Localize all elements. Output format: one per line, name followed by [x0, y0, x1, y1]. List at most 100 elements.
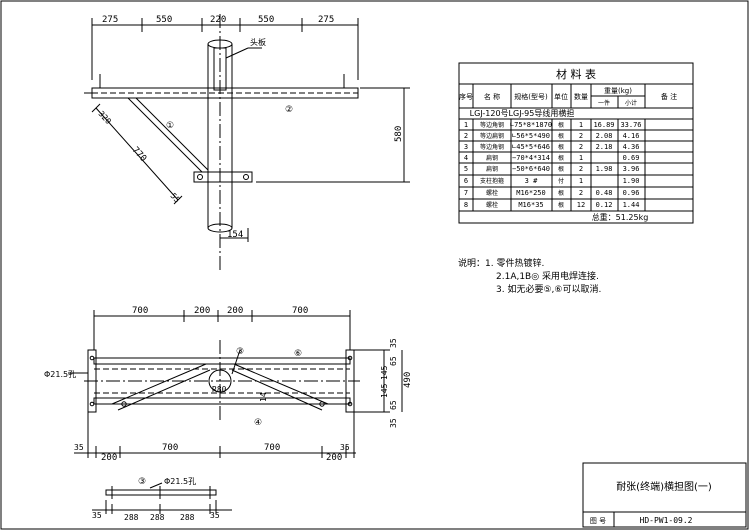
table-cell-qty: 12 — [577, 201, 585, 209]
header-seq: 序号 — [459, 92, 473, 101]
table-cell-spec: 3 # — [525, 177, 538, 185]
header-weight-one: 一件 — [598, 99, 610, 107]
plan-right-dim-1: 35 — [389, 338, 398, 348]
title-block-label: 图 号 — [590, 517, 606, 525]
plan-dim-top-1: 700 — [132, 306, 148, 316]
plan-right-dim-3: 145 — [380, 365, 389, 380]
table-cell-spec: M16*250 — [516, 189, 546, 197]
title-block-number: HD-PW1-09.2 — [640, 516, 693, 525]
table-cell-no: 1 — [464, 121, 468, 129]
plan-dimensions: 700 200 200 700 Φ21.5孔 R80 14 ③ ⑥ ④ 35 6… — [44, 306, 413, 463]
header-weight: 重量(kg) — [604, 87, 632, 95]
table-cell-name: 扁钢 — [486, 165, 498, 173]
plan-bottom-dim-3: 700 — [162, 443, 178, 453]
plan-bottom-dim-4: 700 — [264, 443, 280, 453]
detail-dim-1: 35 — [92, 511, 102, 520]
elev-balloon-2: ② — [285, 105, 293, 115]
brace-dim-lower: 770 — [130, 145, 148, 164]
table-total: 总重：51.25kg — [592, 212, 649, 222]
title-block-title: 耐张(终端)横担图(一) — [616, 480, 712, 493]
table-cell-unit: 根 — [558, 121, 564, 129]
plan-view — [68, 310, 403, 458]
table-subheader: LGJ-120号LGJ-95导线用横担 — [470, 108, 575, 118]
header-remark: 备 注 — [661, 92, 677, 101]
plan-balloon-4: ④ — [254, 418, 262, 428]
table-cell-w1: 1.98 — [596, 165, 613, 173]
table-cell-spec: −70*4*314 — [512, 154, 550, 162]
elev-height-dim: 580 — [394, 126, 404, 142]
table-cell-name: 等边角钢 — [480, 143, 504, 151]
note-line-2: 2.1A,1B◎ 采用电焊连接. — [496, 270, 599, 282]
table-cell-w2: 3.96 — [623, 165, 640, 173]
table-cell-w2: 4.36 — [623, 143, 640, 151]
table-cell-spec: ∟45*5*646 — [512, 143, 550, 151]
elev-dim-1: 275 — [102, 15, 118, 25]
plan-right-dim-4: 145 — [380, 383, 389, 398]
table-cell-w2: 0.96 — [623, 189, 640, 197]
elev-dim-3: 220 — [210, 15, 226, 25]
table-cell-spec: ∟56*5*490 — [512, 132, 550, 140]
elev-dim-2: 550 — [156, 15, 172, 25]
title-block: 耐张(终端)横担图(一) 图 号 HD-PW1-09.2 — [582, 462, 747, 528]
part-detail-dimensions: Φ21.5孔 ③ 35 288 288 288 35 — [92, 477, 220, 522]
plan-bottom-dim-5: 200 — [326, 453, 342, 463]
table-cell-w1: 2.18 — [596, 143, 613, 151]
table-cell-unit: 根 — [558, 154, 564, 162]
table-cell-w2: 1.90 — [623, 177, 640, 185]
detail-dim-3: 288 — [150, 513, 165, 522]
table-cell-qty: 2 — [579, 143, 583, 151]
plan-right-dim-5: 65 — [389, 400, 398, 410]
table-cell-qty: 1 — [579, 177, 583, 185]
table-cell-spec: ∟75*8*1870 — [510, 121, 552, 129]
plan-overall-height: 490 — [403, 372, 413, 388]
table-cell-w1: 16.89 — [593, 121, 614, 129]
header-name: 名 称 — [484, 92, 500, 101]
table-cell-qty: 1 — [579, 154, 583, 162]
plan-bottom-dim-2: 200 — [101, 453, 117, 463]
table-cell-name: 支柱抱箍 — [480, 177, 504, 185]
table-cell-unit: 根 — [558, 189, 564, 197]
table-cell-w2: 0.69 — [623, 154, 640, 162]
note-line-3: 3. 如无必要⑤,⑥可以取消. — [496, 283, 601, 295]
table-cell-qty: 2 — [579, 132, 583, 140]
note-line-1: 说明：1. 零件热镀锌. — [458, 257, 544, 269]
table-cell-no: 8 — [464, 201, 468, 209]
table-cell-qty: 2 — [579, 189, 583, 197]
elevation-view — [84, 14, 410, 270]
header-weight-sub: 小计 — [625, 99, 637, 107]
notes: 说明：1. 零件热镀锌. 2.1A,1B◎ 采用电焊连接. 3. 如无必要⑤,⑥… — [458, 257, 601, 295]
table-cell-name: 螺栓 — [486, 201, 498, 209]
plan-balloon-3: ③ — [236, 347, 244, 357]
plan-right-dim-2: 65 — [389, 356, 398, 366]
part-detail-view — [92, 482, 232, 514]
plan-bottom-dim-6: 35 — [340, 443, 350, 452]
table-rows: 1 等边角钢 ∟75*8*1870 根 1 16.89 33.76 2 等边扁钢 ∟56*5*49… — [464, 121, 642, 209]
detail-hole-label: Φ21.5孔 — [164, 477, 196, 486]
table-cell-qty: 1 — [579, 121, 583, 129]
table-cell-no: 3 — [464, 143, 468, 151]
table-cell-name: 等边扁钢 — [480, 132, 504, 140]
materials-table: 材 料 表 序号 名 称 规格(型号) 单位 数量 重量(kg) 一件 小计 备… — [458, 62, 694, 224]
plan-hole-label: Φ21.5孔 — [44, 370, 76, 379]
table-cell-w2: 33.76 — [620, 121, 641, 129]
plan-right-dim-6: 35 — [389, 418, 398, 428]
plan-dim-top-2: 200 — [194, 306, 210, 316]
header-qty: 数量 — [574, 92, 588, 101]
table-cell-no: 4 — [464, 154, 468, 162]
table-cell-no: 6 — [464, 177, 468, 185]
plan-dim-top-4: 700 — [292, 306, 308, 316]
plan-dim-top-3: 200 — [227, 306, 243, 316]
table-cell-unit: 付 — [558, 177, 564, 185]
elev-bottom-dim: 154 — [227, 230, 243, 240]
table-cell-unit: 根 — [558, 165, 564, 173]
pole-callout: 头板 — [250, 37, 266, 47]
header-spec: 规格(型号) — [514, 92, 548, 101]
elev-balloon-1: ① — [166, 121, 174, 131]
table-cell-name: 螺栓 — [486, 189, 498, 197]
detail-dim-5: 35 — [210, 511, 220, 520]
plan-center-dim: R80 — [212, 385, 227, 394]
table-cell-unit: 根 — [558, 201, 564, 209]
table-cell-w1: 0.12 — [596, 201, 613, 209]
